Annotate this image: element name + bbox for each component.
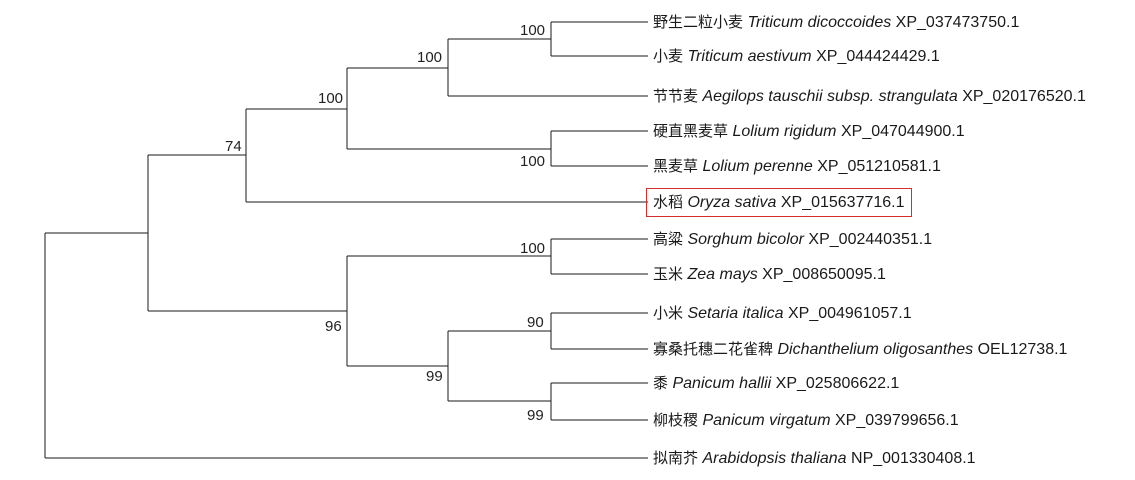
support-value-panicum_pair: 99 [527,407,544,424]
support-value-setaria_dichanthelium: 90 [527,314,544,331]
leaf-species-name: Panicum virgatum [702,412,831,429]
leaf-species-name: Triticum dicoccoides [747,14,892,31]
leaf-chinese-name: 节节麦 [653,87,699,105]
leaf-label-sorghum_bicolor: 高粱 Sorghum bicolor XP_002440351.1 [653,229,932,250]
support-value-lolium_pair: 100 [520,153,545,170]
leaf-accession: OEL12738.1 [977,341,1068,358]
leaf-chinese-name: 玉米 [653,265,684,283]
leaf-chinese-name: 黑麦草 [653,157,699,175]
support-value-panicoideae: 96 [325,318,342,335]
leaf-chinese-name: 柳枝稷 [653,411,699,429]
leaf-species-name: Dichanthelium oligosanthes [777,341,974,358]
leaf-label-lolium_rigidum: 硬直黑麦草 Lolium rigidum XP_047044900.1 [653,121,965,142]
leaf-chinese-name: 寡桑托穗二花雀稗 [653,340,774,358]
leaf-accession: XP_020176520.1 [962,88,1086,105]
leaf-label-triticum_aestivum: 小麦 Triticum aestivum XP_044424429.1 [653,46,940,67]
support-value-paniceae: 99 [426,368,443,385]
leaf-accession: XP_008650095.1 [762,266,886,283]
leaf-species-name: Triticum aestivum [687,48,812,65]
leaf-species-name: Aegilops tauschii subsp. strangulata [702,88,958,105]
leaf-accession: XP_051210581.1 [817,158,941,175]
leaf-species-name: Lolium perenne [702,158,813,175]
leaf-chinese-name: 水稻 [653,193,684,211]
leaf-species-name: Zea mays [687,266,758,283]
leaf-label-lolium_perenne: 黑麦草 Lolium perenne XP_051210581.1 [653,156,941,177]
leaf-label-oryza_sativa: 水稻 Oryza sativa XP_015637716.1 [646,188,912,217]
leaf-accession: XP_015637716.1 [780,194,905,211]
leaf-label-setaria_italica: 小米 Setaria italica XP_004961057.1 [653,303,912,324]
leaf-chinese-name: 黍 [653,374,669,392]
leaf-chinese-name: 野生二粒小麦 [653,13,744,31]
leaf-label-panicum_virgatum: 柳枝稷 Panicum virgatum XP_039799656.1 [653,410,959,431]
leaf-accession: NP_001330408.1 [851,450,976,467]
support-value-triticum_pair: 100 [520,22,545,39]
leaf-species-name: Setaria italica [687,305,784,322]
leaf-label-dichanthelium: 寡桑托穗二花雀稗 Dichanthelium oligosanthes OEL1… [653,339,1067,360]
leaf-accession: XP_025806622.1 [775,375,900,392]
leaf-label-triticum_dicoccoides: 野生二粒小麦 Triticum dicoccoides XP_037473750… [653,12,1019,33]
leaf-species-name: Lolium rigidum [732,123,837,140]
leaf-accession: XP_039799656.1 [834,412,959,429]
leaf-species-name: Panicum hallii [672,375,772,392]
leaf-accession: XP_004961057.1 [787,305,912,322]
leaf-species-name: Sorghum bicolor [687,231,804,248]
leaf-chinese-name: 硬直黑麦草 [653,122,729,140]
leaf-accession: XP_002440351.1 [808,231,933,248]
support-value-triticum_aegilops: 100 [417,49,442,66]
support-values: 100 100 100 100 74 100 90 99 99 96 [225,22,545,424]
leaf-label-zea_mays: 玉米 Zea mays XP_008650095.1 [653,264,886,285]
leaf-chinese-name: 小麦 [653,47,684,65]
support-value-triticeae_lolium: 100 [318,90,343,107]
support-value-sorghum_zea: 100 [520,240,545,257]
leaf-label-arabidopsis: 拟南芥 Arabidopsis thaliana NP_001330408.1 [653,448,976,469]
leaf-accession: XP_047044900.1 [840,123,965,140]
leaf-label-aegilops_tauschii: 节节麦 Aegilops tauschii subsp. strangulata… [653,86,1086,107]
leaf-chinese-name: 拟南芥 [653,449,699,467]
leaf-label-panicum_hallii: 黍 Panicum hallii XP_025806622.1 [653,373,899,394]
support-value-bep_clade: 74 [225,138,242,155]
leaf-accession: XP_044424429.1 [816,48,940,65]
leaf-accession: XP_037473750.1 [895,14,1020,31]
leaf-species-name: Arabidopsis thaliana [702,450,847,467]
leaf-chinese-name: 高粱 [653,230,684,248]
tree-branches [44,21,648,459]
leaf-species-name: Oryza sativa [687,194,777,211]
leaf-chinese-name: 小米 [653,304,684,322]
